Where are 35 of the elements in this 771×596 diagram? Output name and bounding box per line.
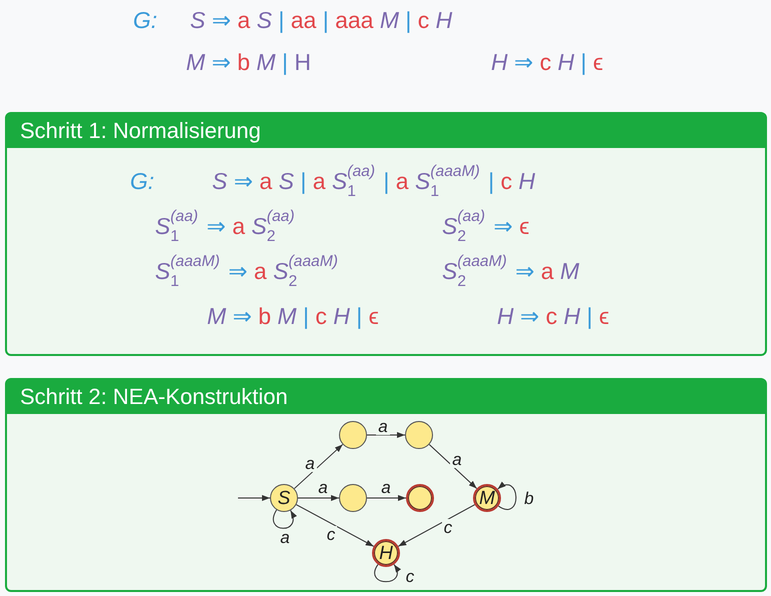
grammar-rule: M ⇒ b M | H: [186, 48, 311, 77]
transition-arrow: [298, 495, 340, 501]
state-label: H: [379, 544, 393, 562]
step-panel: [5, 112, 767, 356]
self-loop-arrow: [272, 509, 296, 529]
edge-label: b: [522, 490, 536, 506]
state-label: M: [479, 488, 495, 508]
transition-arrow: [296, 504, 374, 547]
self-loop-arrow: [497, 482, 516, 510]
panel-header: Schritt 1: Normalisierung: [7, 114, 765, 148]
state-circle: [270, 484, 298, 512]
step-panel: [5, 378, 767, 592]
grammar-rule: H ⇒ c H | ϵ: [491, 48, 604, 77]
transition-arrow: [366, 495, 406, 501]
grammar-rule: M ⇒ b M | c H | ϵ: [207, 302, 379, 331]
state-circle: [339, 421, 367, 449]
state-circle: [339, 484, 367, 512]
grammar-name: G:: [130, 167, 154, 196]
grammar-rule: S ⇒ a S | a S$_{1}$$^{(aa)}$ | a S$_{1}$$^{(aaaM)}$ | c H: [212, 166, 536, 196]
self-loop-arrow: [374, 564, 400, 582]
state-label: S: [278, 488, 290, 508]
start-arrow: [238, 495, 270, 501]
grammar-rule: S$_{2}$$^{(aa)}$ ⇒ ϵ: [442, 211, 530, 241]
transition-arrow: [294, 444, 344, 490]
transition-arrow: [398, 504, 476, 547]
panel-header: Schritt 2: NEA-Konstruktion: [7, 380, 765, 414]
grammar-rule: H ⇒ c H | ϵ: [497, 302, 610, 331]
final-state-circle: [372, 539, 400, 567]
transition-arrow: [428, 444, 478, 489]
grammar-name: G:: [133, 6, 158, 35]
final-state-circle: [473, 484, 501, 512]
grammar-rule: S ⇒ a S | aa | aaa M | c H: [190, 6, 452, 35]
state-circle: [405, 421, 433, 449]
transition-arrow: [366, 432, 406, 438]
final-state-circle: [406, 484, 434, 512]
